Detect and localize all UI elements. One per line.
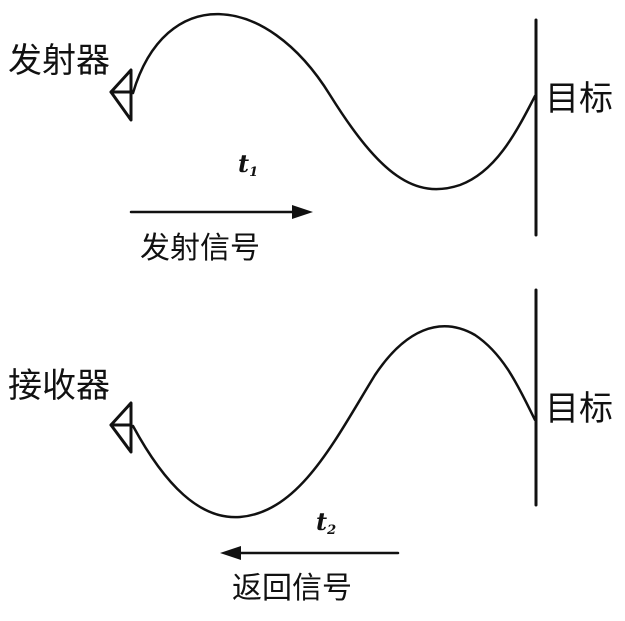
- time-symbol: t: [316, 507, 327, 536]
- time-marker-t1: t1: [238, 149, 258, 180]
- target-label: 目标: [545, 389, 613, 429]
- returned-wave: [131, 325, 537, 519]
- time-subscript: 2: [326, 523, 336, 538]
- top-panel: 发射器 目标 t1 发射信号: [8, 12, 613, 266]
- returned-signal-label: 返回信号: [232, 571, 352, 606]
- time-symbol: t: [238, 149, 249, 178]
- transmitter-label: 发射器: [8, 41, 110, 81]
- transmitted-wave: [131, 12, 537, 191]
- target-label: 目标: [545, 79, 613, 119]
- time-subscript: 1: [249, 165, 258, 180]
- transmitted-signal-label: 发射信号: [140, 231, 260, 266]
- receiver-icon: [109, 401, 133, 454]
- return-arrow: [220, 546, 400, 560]
- transmitter-icon: [109, 68, 133, 122]
- bottom-panel: 接收器 目标 t2 返回信号: [8, 288, 613, 606]
- forward-arrow: [129, 205, 313, 219]
- time-marker-t2: t2: [316, 507, 336, 538]
- receiver-label: 接收器: [8, 366, 110, 406]
